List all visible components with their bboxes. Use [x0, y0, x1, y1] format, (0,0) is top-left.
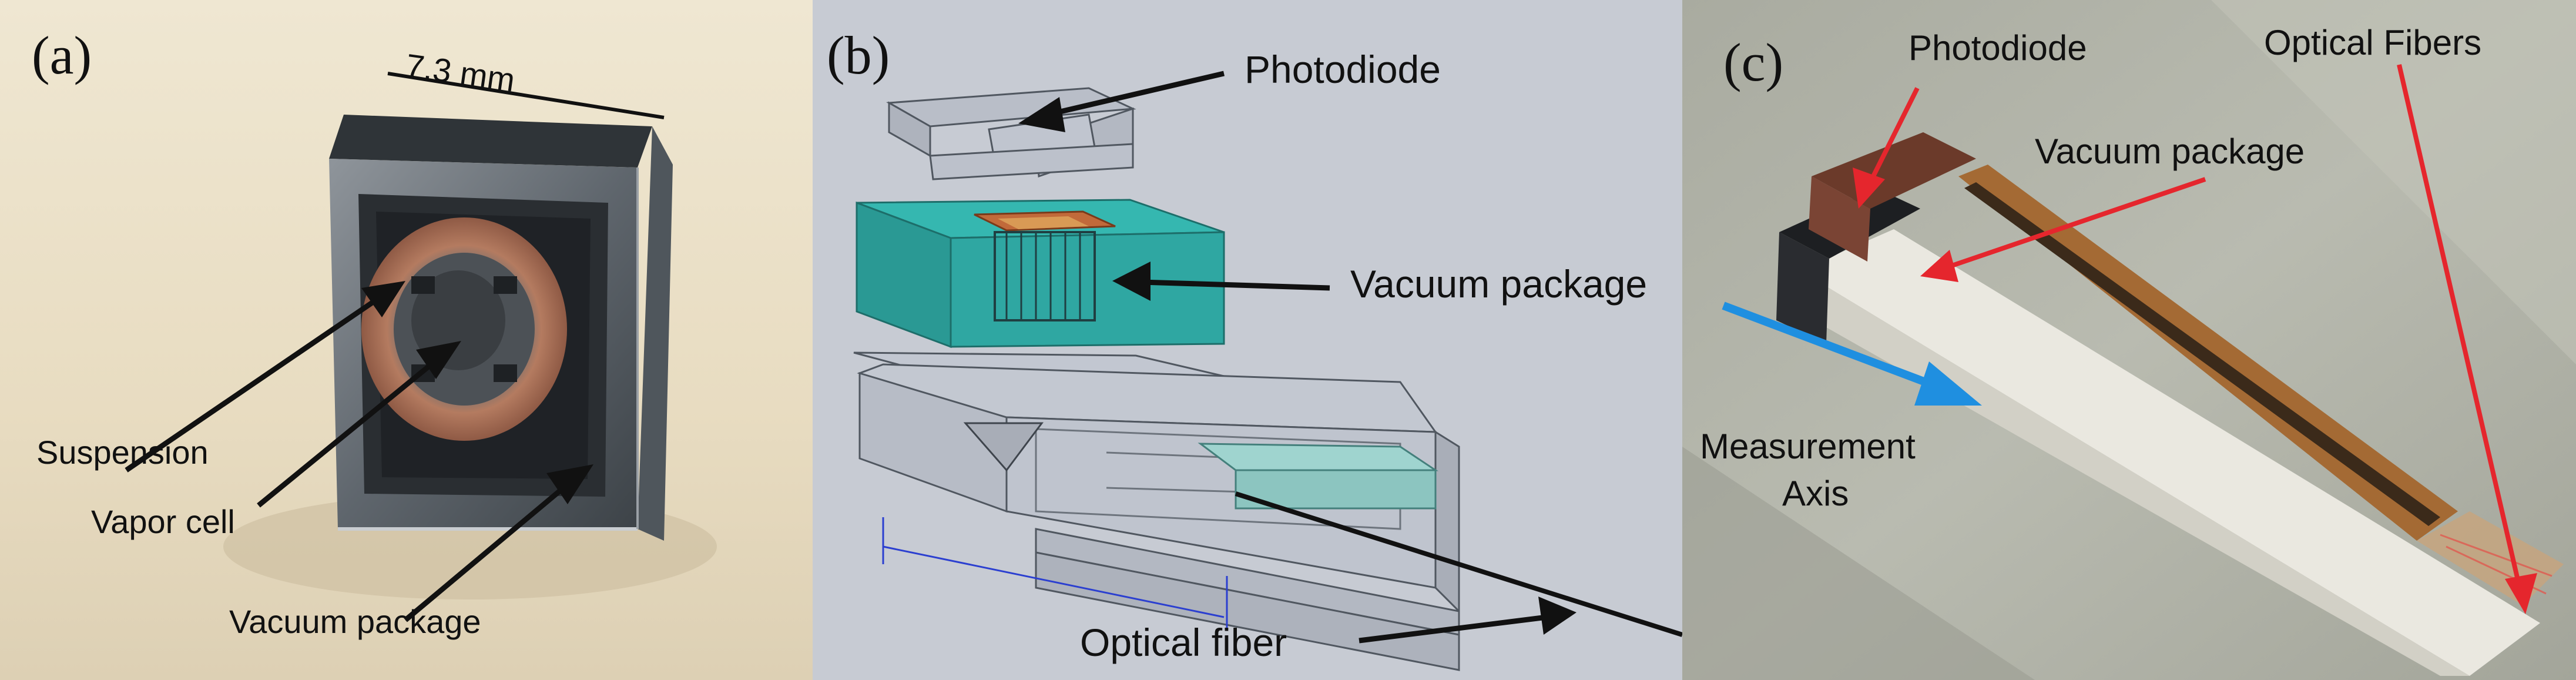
label-measurement-axis-line2: Axis	[1782, 474, 1849, 513]
label-photodiode-c: Photodiode	[1908, 28, 2087, 68]
label-vacuum-package-a: Vacuum package	[229, 603, 481, 640]
panel-c-photo: (c) Photodiode Optical Fibers Vacuum pac…	[1682, 0, 2576, 680]
annotation-arrows-a	[125, 281, 593, 622]
panel-a-image	[0, 0, 813, 680]
label-vacuum-package-c: Vacuum package	[2035, 132, 2305, 171]
label-optical-fiber: Optical fiber	[1080, 621, 1287, 664]
panel-b-letter: (b)	[827, 25, 890, 85]
label-vacuum-package-b: Vacuum package	[1350, 262, 1648, 306]
label-vapor-cell: Vapor cell	[91, 503, 235, 540]
panel-a-photo: (a) 7.3 mm Suspension Vapor cell Vacuum …	[0, 0, 813, 680]
annotation-arrows-c	[1722, 64, 2537, 614]
label-measurement-axis-line1: Measurement	[1700, 427, 1916, 466]
panel-a-letter: (a)	[32, 25, 92, 85]
panel-b-image	[813, 0, 1682, 680]
scale-bar-line	[387, 72, 665, 119]
panel-c-letter: (c)	[1723, 32, 1784, 92]
panel-c-image	[1682, 0, 2576, 680]
label-suspension: Suspension	[36, 434, 209, 471]
annotation-arrows-b	[1018, 71, 1577, 644]
panel-b-cad: (b) Photodiode Vacuum package Optical fi…	[813, 0, 1682, 680]
label-photodiode-b: Photodiode	[1245, 48, 1441, 91]
label-optical-fibers: Optical Fibers	[2264, 23, 2482, 62]
